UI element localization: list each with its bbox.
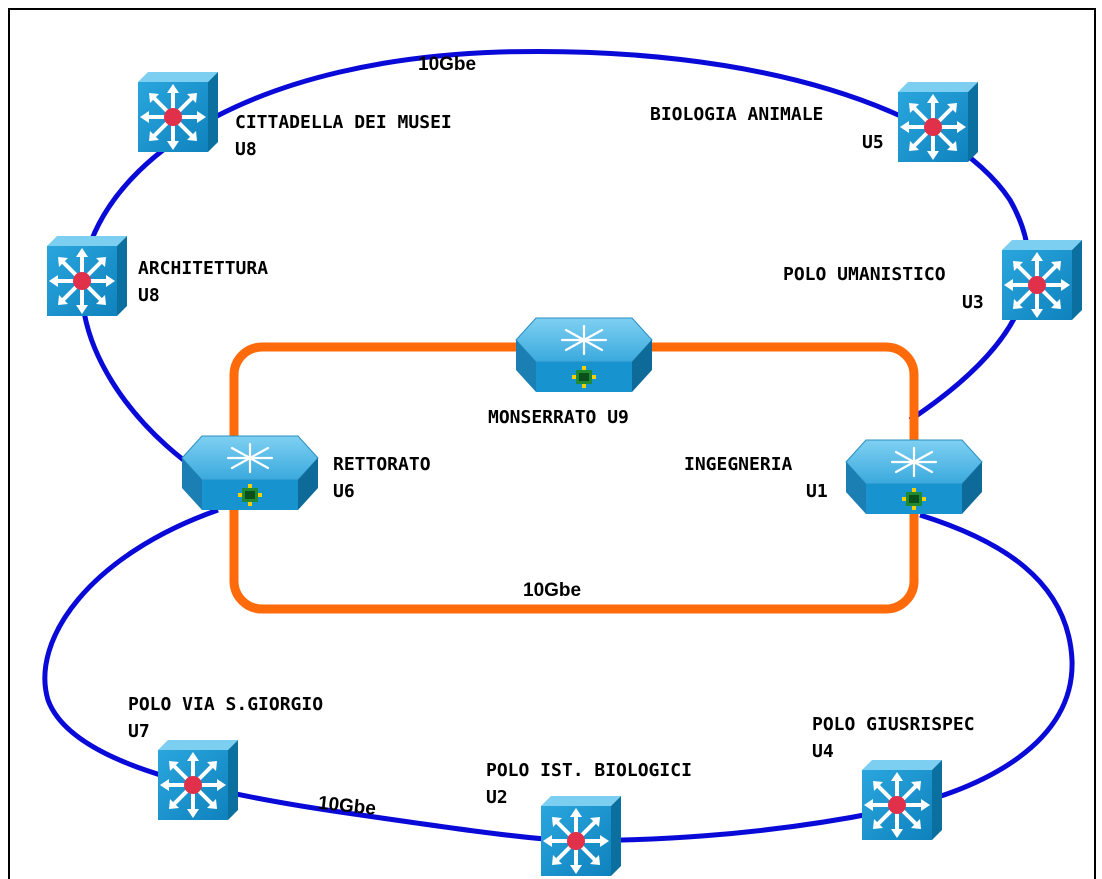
node-code: U4 <box>812 741 834 762</box>
layer3-switch-icon <box>1000 238 1084 322</box>
node-name: INGEGNERIA <box>684 454 793 475</box>
node-monserrato: MONSERRATO U9 <box>488 407 629 428</box>
node-name: ARCHITETTURA <box>138 258 268 279</box>
layer3-switch-icon <box>156 738 240 822</box>
node-rettorato: RETTORATO U6 <box>333 454 431 502</box>
node-name: RETTORATO <box>333 454 431 475</box>
node-code: U8 <box>138 285 160 306</box>
node-viasgiorgio: POLO VIA S.GIORGIO U7 <box>128 694 323 742</box>
speed-label-top: 10Gbe <box>418 54 476 75</box>
layer3-switch-icon <box>136 70 220 154</box>
node-code: U1 <box>806 481 828 502</box>
node-code: U8 <box>235 139 257 160</box>
node-name: POLO IST. BIOLOGICI <box>486 760 692 781</box>
node-name: CITTADELLA DEI MUSEI <box>235 112 452 133</box>
node-ingegneria: INGEGNERIA U1 <box>684 454 828 502</box>
multilayer-router-icon <box>844 438 984 516</box>
multilayer-router-icon <box>514 316 654 394</box>
speed-label-inner: 10Gbe <box>523 580 581 601</box>
layer3-switch-icon <box>860 758 944 842</box>
layer3-switch-icon <box>539 794 623 878</box>
node-name: MONSERRATO U9 <box>488 407 629 428</box>
speed-label-bottom: 10Gbe <box>317 793 377 820</box>
node-code: U7 <box>128 721 150 742</box>
node-code: U2 <box>486 787 508 808</box>
diagram-frame <box>8 8 1096 879</box>
node-name: BIOLOGIA ANIMALE <box>650 104 823 125</box>
node-name: POLO GIUSRISPEC <box>812 714 975 735</box>
layer3-switch-icon <box>896 80 980 164</box>
multilayer-router-icon <box>180 434 320 512</box>
node-giusrispec: POLO GIUSRISPEC U4 <box>812 714 975 762</box>
node-code: U6 <box>333 481 355 502</box>
node-umanistico: POLO UMANISTICO U3 <box>783 264 984 313</box>
node-istbiologici: POLO IST. BIOLOGICI U2 <box>486 760 692 808</box>
node-biologia: BIOLOGIA ANIMALE U5 <box>650 104 884 153</box>
layer3-switch-icon <box>45 234 129 318</box>
node-architettura: ARCHITETTURA U8 <box>138 258 268 306</box>
node-name: POLO UMANISTICO <box>783 264 946 285</box>
node-name: POLO VIA S.GIORGIO <box>128 694 323 715</box>
node-code: U5 <box>862 132 884 153</box>
node-cittadella: CITTADELLA DEI MUSEI U8 <box>235 112 452 160</box>
node-code: U3 <box>962 292 984 313</box>
